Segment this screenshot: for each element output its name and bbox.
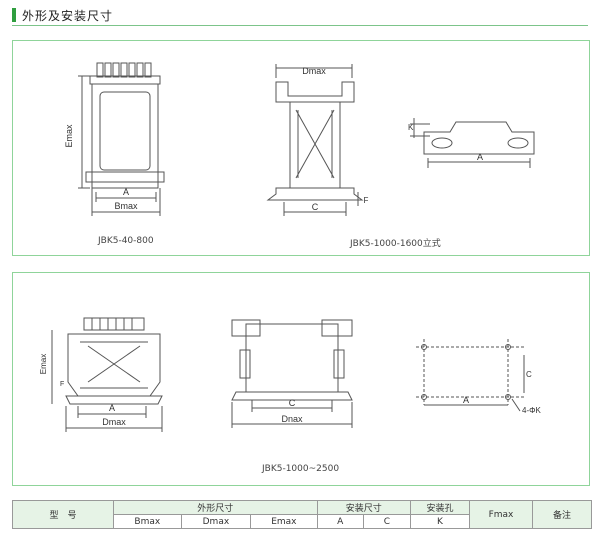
label-bmax: Bmax bbox=[114, 201, 138, 211]
label-dmax-2: Dmax bbox=[102, 417, 126, 427]
group-mount: 安装尺寸 bbox=[316, 500, 412, 515]
label-dnax: Dnax bbox=[281, 414, 303, 424]
col-model: 型 号 bbox=[12, 500, 114, 529]
col-hole: 安装孔 bbox=[410, 500, 470, 515]
label-f-2: F bbox=[60, 381, 64, 388]
label-f: F bbox=[364, 196, 369, 205]
sub-dmax: Dmax bbox=[180, 514, 252, 529]
figure-mount-holes: C A 4-ΦK bbox=[416, 339, 541, 415]
caption-jbk5-1000-1600: JBK5-1000-1600立式 bbox=[350, 239, 441, 249]
panel-bottom bbox=[12, 272, 590, 486]
label-k: K bbox=[408, 123, 414, 132]
caption-jbk5-1000-2500: JBK5-1000~2500 bbox=[262, 464, 340, 474]
group-outline: 外形尺寸 bbox=[113, 500, 318, 515]
label-c: C bbox=[312, 202, 319, 212]
label-emax: Emax bbox=[64, 124, 74, 148]
section-header: 外形及安装尺寸 bbox=[12, 6, 113, 24]
figure-mount-plate: K A bbox=[408, 118, 535, 168]
spec-table: 型 号 外形尺寸 安装尺寸 安装孔 Fmax 备注 Bmax Dmax Emax… bbox=[12, 500, 592, 529]
section-title: 外形及安装尺寸 bbox=[22, 8, 114, 23]
col-note: 备注 bbox=[532, 500, 592, 529]
label-dmax: Dmax bbox=[302, 66, 326, 76]
label-c-holes: C bbox=[526, 370, 532, 379]
sub-c: C bbox=[362, 514, 412, 529]
label-a: A bbox=[123, 187, 129, 197]
figure-jbk5-1000-1600: Dmax C F bbox=[266, 64, 369, 216]
label-c-2: C bbox=[289, 398, 296, 408]
figure-jbk5-40-800: Emax A Bmax bbox=[64, 62, 165, 216]
label-a-2: A bbox=[109, 403, 115, 413]
sub-bmax: Bmax bbox=[113, 514, 182, 529]
label-a-plate: A bbox=[477, 152, 483, 162]
figure-jbk5-1000-2500-side: C Dnax bbox=[231, 319, 353, 428]
sub-emax: Emax bbox=[250, 514, 318, 529]
sub-a: A bbox=[316, 514, 364, 529]
label-emax-2: Emax bbox=[39, 354, 48, 374]
col-fmax: Fmax bbox=[469, 500, 533, 529]
figure-jbk5-1000-2500-front: Emax F A Dmax bbox=[39, 317, 163, 432]
label-4-phi-k: 4-ΦK bbox=[522, 406, 541, 415]
sub-k: K bbox=[410, 514, 470, 529]
title-divider bbox=[12, 25, 588, 26]
label-a-holes: A bbox=[463, 395, 469, 405]
caption-jbk5-40-800: JBK5-40-800 bbox=[98, 236, 154, 246]
title-accent-bar bbox=[12, 8, 16, 22]
